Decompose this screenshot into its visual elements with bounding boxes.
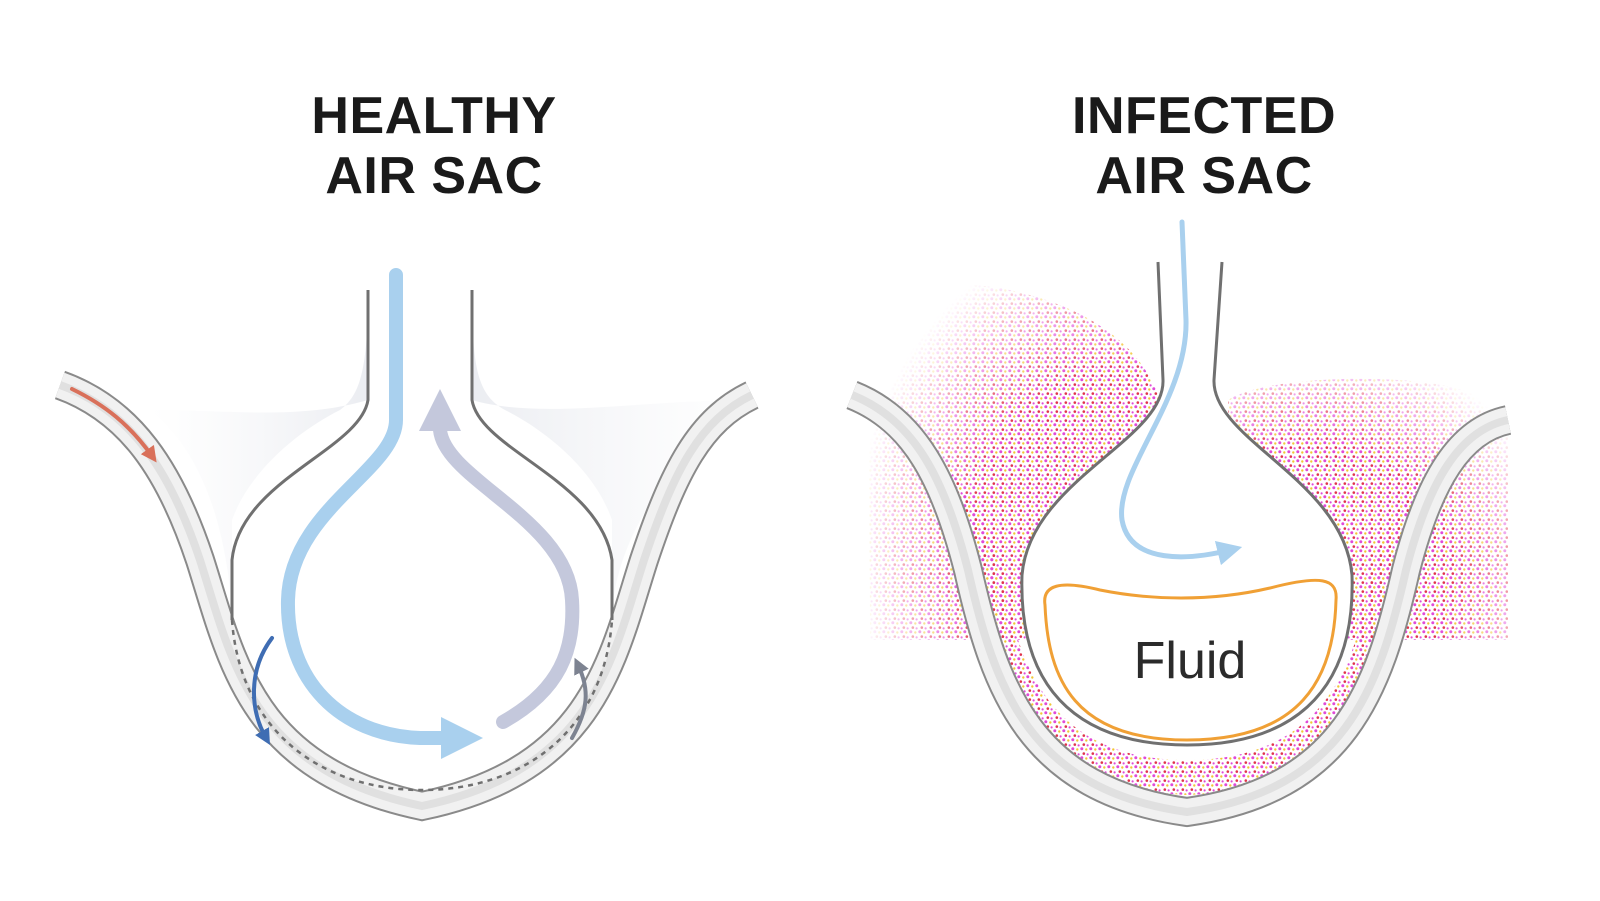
healthy-title-line-2: AIR SAC [325, 147, 543, 205]
healthy-sac-outline [230, 290, 370, 620]
healthy-blood-in-arrow [70, 387, 157, 463]
healthy-inhale-arrow [280, 268, 483, 759]
healthy-exhale-arrow [419, 389, 580, 729]
inflamed-tissue [880, 410, 1495, 795]
healthy-oxygen-exchange-arrow [251, 636, 274, 745]
healthy-panel [54, 268, 759, 822]
infected-air-sac-title: INFECTED AIR SAC [994, 86, 1414, 206]
healthy-shading-right [472, 290, 750, 610]
fluid-pool [1043, 578, 1338, 742]
healthy-title-line-1: HEALTHY [311, 87, 557, 145]
infected-airflow-arrow [1119, 219, 1243, 566]
fluid-label: Fluid [1134, 632, 1247, 690]
healthy-co2-exchange-arrow [570, 657, 589, 740]
infected-panel: Fluid [846, 219, 1512, 828]
healthy-shading-left [150, 290, 368, 610]
infected-title-line-2: AIR SAC [1095, 147, 1313, 205]
infected-title-line-1: INFECTED [1072, 87, 1336, 145]
healthy-air-sac-title: HEALTHY AIR SAC [224, 86, 644, 206]
